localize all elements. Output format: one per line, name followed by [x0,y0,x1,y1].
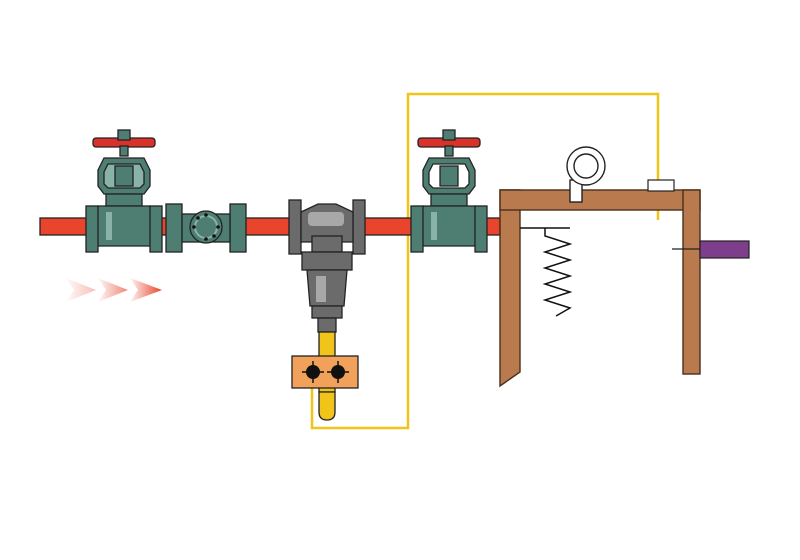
enclosure-top [499,189,701,211]
probe [672,240,750,259]
probe-rod [699,240,750,259]
coupling-screw-left [302,361,324,383]
globe-valve-inlet [85,129,163,253]
coil-spring-icon [520,227,573,317]
gauge-ring-icon [566,146,606,203]
enclosure-right-wall [682,189,701,375]
top-port [647,179,675,192]
strainer [165,203,247,253]
flow-arrow [66,278,96,302]
enclosure [499,179,701,388]
flow-arrow [98,278,128,302]
flow-direction-icon [66,278,162,302]
globe-valve-outlet [410,129,488,253]
pressure-regulator [288,199,366,421]
coupling-screw-right [327,361,349,383]
flow-arrow [130,278,162,302]
enclosure-left-wall [499,189,521,388]
impulse-line [310,92,660,430]
